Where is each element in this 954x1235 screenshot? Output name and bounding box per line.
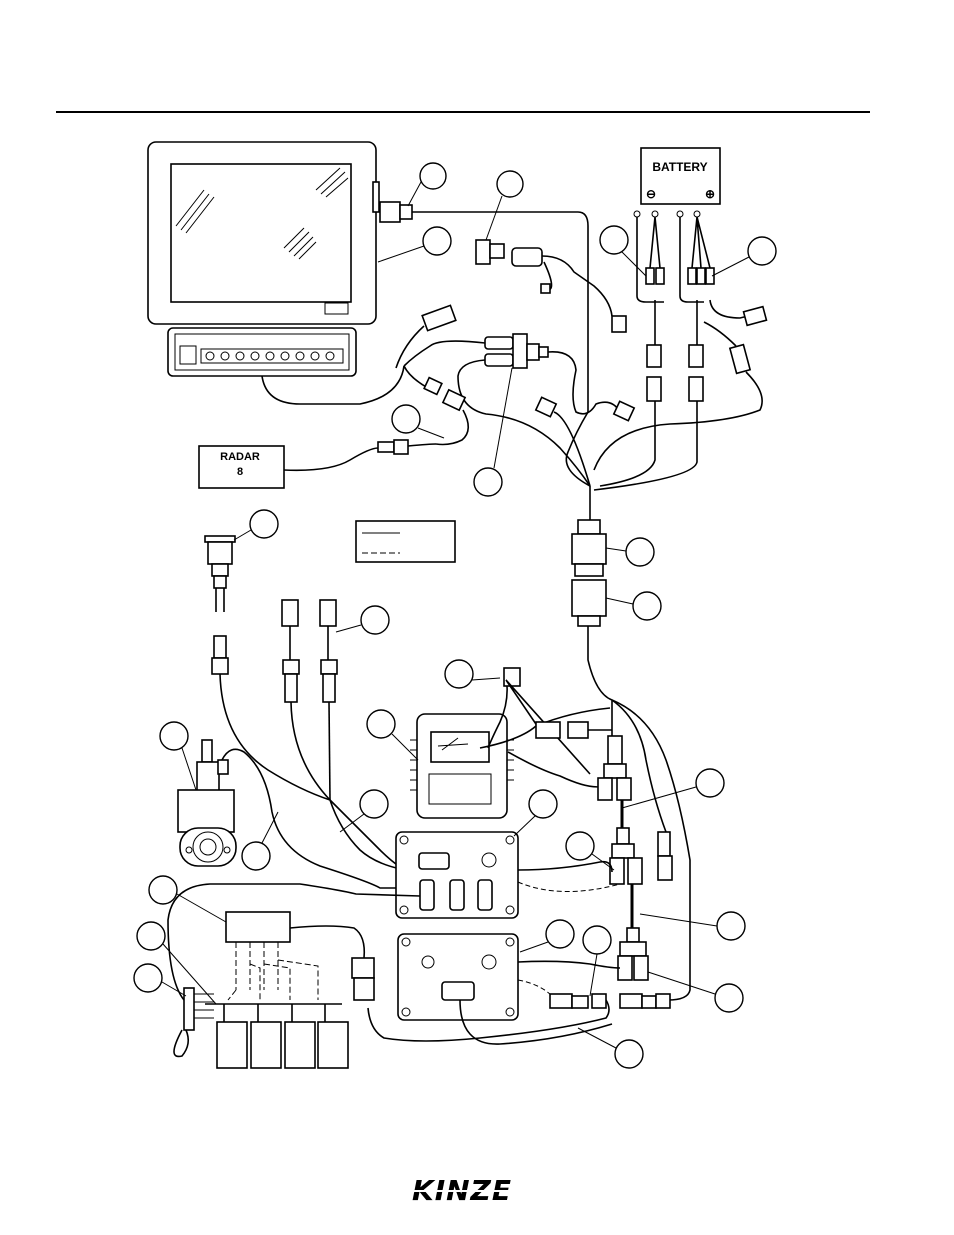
battery-label: BATTERY — [652, 160, 707, 174]
monitor-cable-connector — [380, 202, 412, 222]
radar-indicator: 8 — [237, 466, 243, 478]
radar-sensor: RADAR 8 — [199, 446, 284, 488]
row-unit-connector — [352, 958, 374, 1000]
controller-module-2 — [396, 832, 518, 918]
harness-connector-pair — [485, 334, 548, 368]
controller-module-3 — [398, 934, 518, 1020]
sensor-plugs — [282, 600, 420, 872]
display-console — [168, 328, 356, 376]
main-round-connector — [572, 520, 606, 626]
battery-terminals — [634, 211, 714, 302]
battery-positive-terminal: ⊕ — [705, 187, 715, 201]
battery-negative-terminal: ⊖ — [646, 187, 656, 201]
row-units — [205, 912, 348, 1068]
terminal-strip — [184, 988, 214, 1030]
legend-box — [356, 521, 455, 562]
radar-label: RADAR — [220, 451, 260, 463]
battery: BATTERY ⊖ ⊕ — [641, 148, 720, 204]
controller-module-1 — [410, 714, 514, 818]
power-switch — [476, 240, 626, 332]
kinze-logo: KINZE — [402, 1174, 528, 1207]
monitor — [148, 142, 379, 324]
speed-sensor — [205, 536, 420, 878]
bottom-connector-row — [550, 994, 670, 1008]
valve-assembly — [178, 740, 236, 866]
